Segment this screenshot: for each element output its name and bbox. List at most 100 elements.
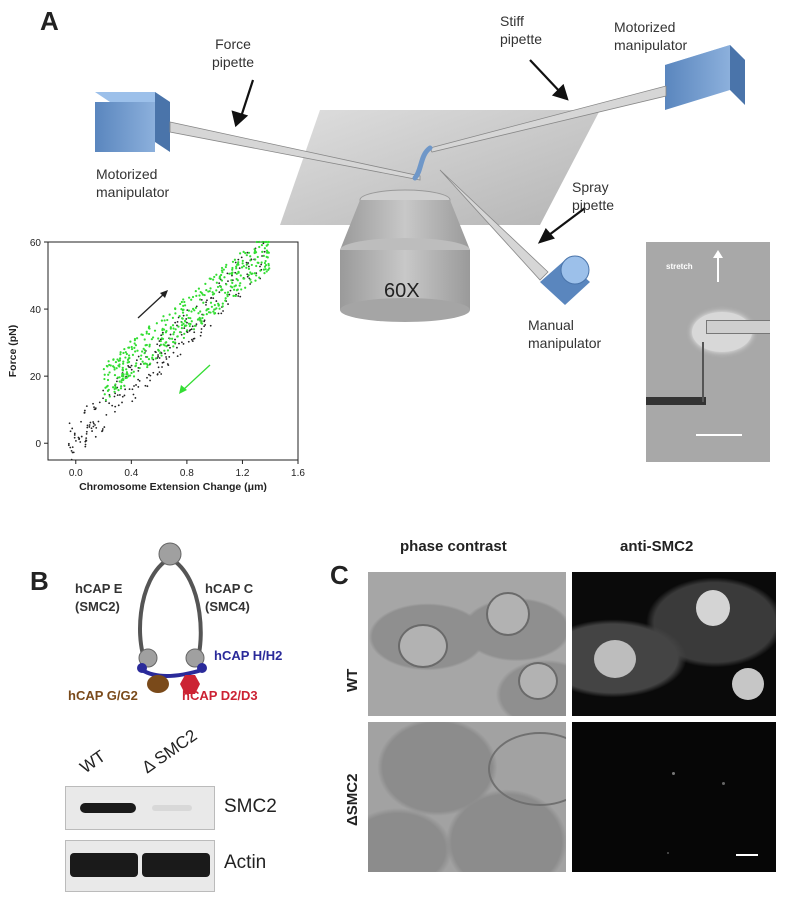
green-data-point <box>116 376 119 379</box>
green-data-point <box>190 320 193 323</box>
black-data-point <box>200 299 203 301</box>
green-data-point <box>146 365 149 369</box>
green-data-point <box>231 281 234 284</box>
black-data-point <box>245 261 248 264</box>
black-data-point <box>190 328 193 331</box>
green-data-point <box>161 333 164 336</box>
green-data-point <box>190 298 193 301</box>
green-data-point <box>187 322 191 325</box>
manual-manipulator-label: Manual manipulator <box>528 316 601 352</box>
black-data-point <box>124 388 127 391</box>
green-data-point <box>116 358 119 361</box>
green-data-point <box>124 356 127 359</box>
green-data-point <box>181 317 184 320</box>
black-data-point <box>169 333 172 336</box>
black-data-point <box>218 282 221 285</box>
green-data-point <box>106 365 109 368</box>
green-data-point <box>117 359 120 362</box>
manual-manipulator <box>540 255 590 305</box>
green-data-point <box>207 290 210 293</box>
green-data-point <box>226 293 229 296</box>
green-data-point <box>230 272 233 275</box>
green-data-point <box>174 312 177 315</box>
black-data-point <box>240 256 243 259</box>
green-data-point <box>255 240 258 244</box>
green-data-point <box>230 279 233 282</box>
black-data-point <box>165 356 167 358</box>
black-data-point <box>90 427 93 430</box>
green-data-point <box>253 251 256 255</box>
green-data-point <box>235 267 238 270</box>
green-data-point <box>219 285 222 288</box>
green-data-point <box>122 360 125 363</box>
black-data-point <box>231 279 234 282</box>
green-data-point <box>200 321 203 325</box>
black-data-point <box>91 430 93 432</box>
green-data-point <box>165 345 168 348</box>
green-data-point <box>236 279 239 282</box>
green-data-point <box>241 259 244 262</box>
black-data-point <box>237 295 240 297</box>
green-data-point <box>210 305 213 308</box>
green-data-point <box>107 360 110 363</box>
black-data-point <box>205 303 207 306</box>
green-data-point <box>199 318 202 321</box>
black-data-point <box>113 395 116 398</box>
green-data-point <box>194 306 198 309</box>
green-data-point <box>244 286 247 289</box>
black-data-point <box>186 321 188 324</box>
green-data-point <box>141 360 144 363</box>
green-data-point <box>130 347 134 351</box>
black-data-point <box>148 373 150 376</box>
green-data-point <box>247 251 251 254</box>
wt-nucleus-1 <box>398 624 448 668</box>
black-data-point <box>108 393 111 396</box>
green-data-point <box>108 395 111 398</box>
green-data-point <box>122 351 125 355</box>
black-data-point <box>73 436 76 439</box>
black-data-point <box>176 320 179 323</box>
green-data-point <box>258 276 261 279</box>
black-data-point <box>191 340 194 342</box>
green-data-point <box>103 373 106 376</box>
band-label-smc2: SMC2 <box>224 796 277 817</box>
column-header-anti-smc2: anti-SMC2 <box>620 538 694 555</box>
black-data-point <box>199 334 202 337</box>
black-data-point <box>187 340 190 343</box>
green-data-point <box>185 329 189 332</box>
green-data-point <box>240 266 244 269</box>
black-data-point <box>226 272 229 275</box>
green-data-point <box>209 287 212 290</box>
condensin-head <box>137 648 207 678</box>
green-data-point <box>124 351 127 354</box>
green-data-point <box>105 385 108 388</box>
green-data-point <box>233 258 236 261</box>
black-data-point <box>70 458 73 461</box>
green-data-point <box>125 371 129 374</box>
black-data-point <box>85 405 88 407</box>
green-data-point <box>165 329 168 333</box>
manual-manipulator-label-line1: Manual <box>528 317 574 333</box>
black-data-point <box>182 314 185 317</box>
black-data-point <box>97 420 100 423</box>
black-data-point <box>157 355 159 358</box>
green-data-point <box>246 263 249 266</box>
green-data-point <box>174 328 177 331</box>
stretch-micrograph: stretch <box>646 242 770 462</box>
black-data-point <box>71 427 74 430</box>
black-data-point <box>260 263 263 266</box>
black-data-point <box>102 397 104 400</box>
green-data-point <box>168 337 171 340</box>
spray-pipette <box>439 169 549 281</box>
y-tick-label: 0 <box>35 439 41 450</box>
green-data-point <box>265 249 269 252</box>
green-data-point <box>171 337 174 340</box>
green-data-point <box>203 293 206 297</box>
green-data-point <box>231 260 235 263</box>
black-data-point <box>248 265 250 268</box>
green-data-point <box>121 377 124 380</box>
green-data-point <box>218 276 221 280</box>
black-data-point <box>195 323 198 326</box>
lane-label-delta-smc2: Δ SMC2 <box>138 725 201 778</box>
green-data-point <box>174 341 177 344</box>
